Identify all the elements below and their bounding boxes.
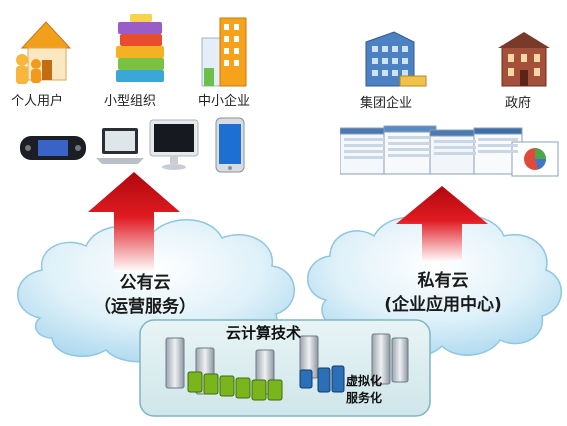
tech-servitization: 服务化 bbox=[346, 391, 383, 405]
smartphone-icon bbox=[214, 116, 246, 174]
user-label-government: 政府 bbox=[505, 96, 532, 111]
monitor-icon bbox=[148, 118, 200, 172]
government-building-icon bbox=[492, 28, 556, 90]
private-arrow bbox=[396, 186, 488, 262]
laptop-icon bbox=[96, 124, 144, 166]
user-label-group-enterprise: 集团企业 bbox=[360, 96, 413, 111]
public-cloud-title: 公有云 bbox=[119, 273, 171, 293]
stacked-books-icon bbox=[112, 12, 168, 90]
private-cloud-subtitle: (企业应用中心) bbox=[384, 295, 502, 315]
user-label-small-org: 小型组织 bbox=[104, 94, 157, 109]
public-cloud-subtitle: （运营服务） bbox=[94, 297, 196, 317]
user-label-individual: 个人用户 bbox=[11, 94, 64, 109]
tech-virtualization: 虚拟化 bbox=[346, 374, 383, 388]
server-rack-group bbox=[165, 333, 409, 401]
public-arrow bbox=[88, 172, 180, 272]
tech-title: 云计算技术 bbox=[226, 324, 302, 342]
user-label-sme: 中小企业 bbox=[198, 94, 251, 109]
office-buildings-icon bbox=[198, 12, 256, 90]
house-with-people-icon bbox=[8, 14, 78, 90]
private-cloud-title: 私有云 bbox=[417, 271, 469, 291]
game-console-icon bbox=[18, 130, 88, 164]
application-screenshots-icon bbox=[339, 124, 560, 180]
corporate-building-icon bbox=[358, 28, 428, 90]
